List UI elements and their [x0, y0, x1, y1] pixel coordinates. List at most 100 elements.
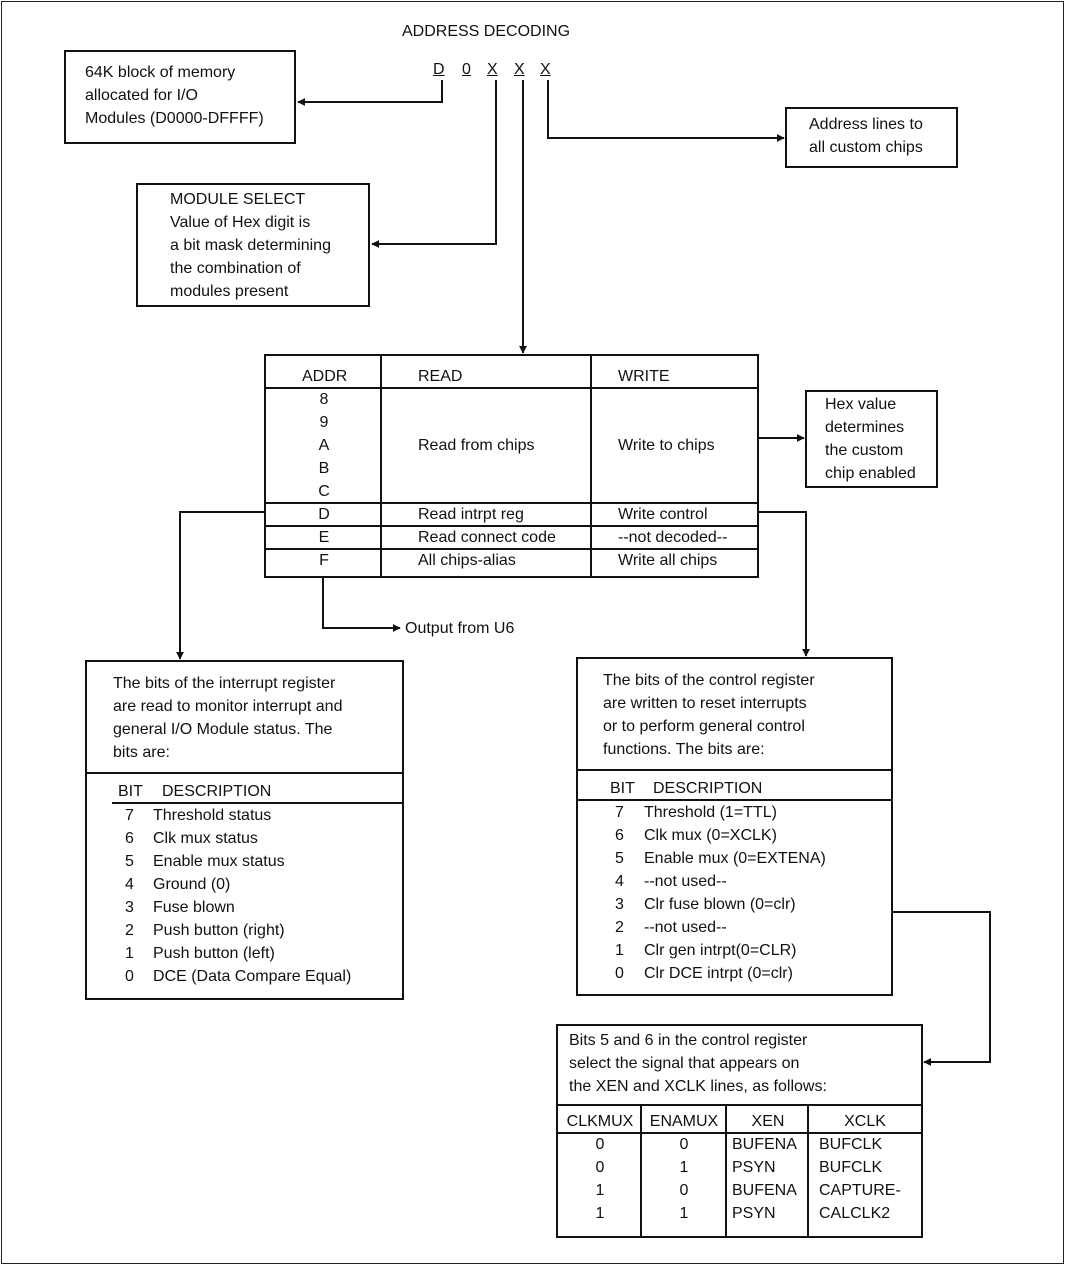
arrow-to-memory-note	[297, 80, 443, 106]
bit-number: 4	[615, 873, 624, 890]
bit-description: --not used--	[644, 919, 727, 936]
arrow-output-u6	[322, 578, 401, 632]
bit-description: Push button (right)	[153, 922, 285, 939]
memory-note-box: 64K block of memory allocated for I/O Mo…	[64, 50, 296, 144]
bit-number: 2	[125, 922, 134, 939]
chip-addr: C	[318, 483, 330, 500]
addr-header: ADDR	[302, 368, 348, 385]
chip-addr: 8	[319, 391, 329, 408]
chip-addr: 9	[319, 414, 329, 431]
bit-number: 0	[125, 968, 134, 985]
mux-enamux-cell: 0	[679, 1182, 689, 1199]
mux-clkmux-cell: 1	[595, 1205, 605, 1222]
bit-number: 5	[125, 853, 134, 870]
bit-number: 1	[125, 945, 134, 962]
description-header: DESCRIPTION	[162, 783, 272, 800]
bit-number: 4	[125, 876, 134, 893]
bit-number: 6	[125, 830, 134, 847]
arrow-to-address-lines	[547, 80, 785, 142]
bit-number: 2	[615, 919, 624, 936]
mux-xclk-cell: CALCLK2	[819, 1205, 891, 1222]
mux-clkmux-cell: 0	[595, 1159, 605, 1176]
description-header: DESCRIPTION	[653, 780, 763, 797]
arrow-to-module-select	[371, 80, 497, 248]
control-intro-line: are written to reset interrupts	[603, 695, 807, 712]
bit-description: Enable mux status	[153, 853, 285, 870]
mux-enamux-cell: 1	[679, 1205, 689, 1222]
address-digit: D	[433, 61, 445, 78]
control-register-box: The bits of the control register are wri…	[576, 657, 893, 996]
memory-note-line: Modules (D0000-DFFFF)	[85, 110, 264, 127]
bit-description: Threshold (1=TTL)	[644, 804, 777, 821]
xen-header: XEN	[751, 1113, 785, 1130]
mux-xclk-cell: BUFCLK	[819, 1136, 883, 1153]
clkmux-header: CLKMUX	[566, 1113, 634, 1130]
bit-description: Push button (left)	[153, 945, 275, 962]
bit-description: Clk mux status	[153, 830, 258, 847]
module-select-line: modules present	[170, 283, 289, 300]
address-digit: X	[514, 61, 525, 78]
bit-description: Clk mux (0=XCLK)	[644, 827, 777, 844]
bit-number: 3	[125, 899, 134, 916]
arrow-to-control-box	[758, 511, 810, 657]
module-select-line: Value of Hex digit is	[170, 214, 311, 231]
bit-header: BIT	[610, 780, 635, 797]
address-digit: X	[540, 61, 551, 78]
bit-number: 5	[615, 850, 624, 867]
mux-clkmux-cell: 1	[595, 1182, 605, 1199]
mux-xen-cell: BUFENA	[732, 1182, 797, 1199]
mux-xclk-cell: CAPTURE-	[819, 1182, 901, 1199]
memory-note-line: allocated for I/O	[85, 87, 198, 104]
module-select-box: MODULE SELECT Value of Hex digit is a bi…	[136, 183, 370, 307]
chip-addr: B	[318, 460, 330, 477]
mux-xclk-cell: BUFCLK	[819, 1159, 883, 1176]
bit-number: 1	[615, 942, 624, 959]
control-intro-line: The bits of the control register	[603, 672, 815, 689]
enamux-header: ENAMUX	[649, 1113, 719, 1130]
address-lines-note-box: Address lines to all custom chips	[785, 107, 958, 168]
bit-description: Enable mux (0=EXTENA)	[644, 850, 826, 867]
mux-enamux-cell: 0	[679, 1136, 689, 1153]
table-row-addr: E	[318, 529, 330, 546]
bit-number: 0	[615, 965, 624, 982]
address-digit: 0	[462, 61, 471, 78]
bit-header: BIT	[118, 783, 143, 800]
table-row-write: Write all chips	[618, 552, 718, 569]
hex-value-note-line: the custom	[825, 442, 904, 459]
bit-number: 7	[615, 804, 624, 821]
mux-table-box: Bits 5 and 6 in the control register sel…	[556, 1024, 923, 1238]
interrupt-intro-line: are read to monitor interrupt and	[113, 698, 343, 715]
table-row-addr: F	[319, 552, 329, 569]
chip-write: Write to chips	[618, 437, 715, 454]
bit-description: Ground (0)	[153, 876, 231, 893]
address-lines-note-line: all custom chips	[809, 139, 923, 156]
control-intro-line: functions. The bits are:	[603, 741, 765, 758]
bit-description: Fuse blown	[153, 899, 235, 916]
table-row-read: All chips-alias	[418, 552, 516, 569]
mux-xen-cell: BUFENA	[732, 1136, 797, 1153]
bit-description: DCE (Data Compare Equal)	[153, 968, 352, 985]
memory-note-line: 64K block of memory	[85, 64, 236, 81]
write-header: WRITE	[618, 368, 670, 385]
interrupt-intro-line: bits are:	[113, 744, 170, 761]
table-row-addr: D	[318, 506, 330, 523]
bit-description: Clr DCE intrpt (0=clr)	[644, 965, 793, 982]
read-header: READ	[418, 368, 463, 385]
mux-intro-line: Bits 5 and 6 in the control register	[569, 1032, 808, 1049]
module-select-line: the combination of	[170, 260, 301, 277]
xclk-header: XCLK	[844, 1113, 886, 1130]
bit-description: Clr gen intrpt(0=CLR)	[644, 942, 797, 959]
bit-description: Clr fuse blown (0=clr)	[644, 896, 796, 913]
bit-number: 6	[615, 827, 624, 844]
control-intro-line: or to perform general control	[603, 718, 805, 735]
diagram-title: ADDRESS DECODING	[402, 23, 571, 40]
interrupt-intro-line: The bits of the interrupt register	[113, 675, 336, 692]
hex-value-note-line: chip enabled	[825, 465, 916, 482]
chip-addr: A	[318, 437, 330, 454]
mux-intro-line: select the signal that appears on	[569, 1055, 800, 1072]
bit-number: 3	[615, 896, 624, 913]
module-select-line: a bit mask determining	[170, 237, 331, 254]
